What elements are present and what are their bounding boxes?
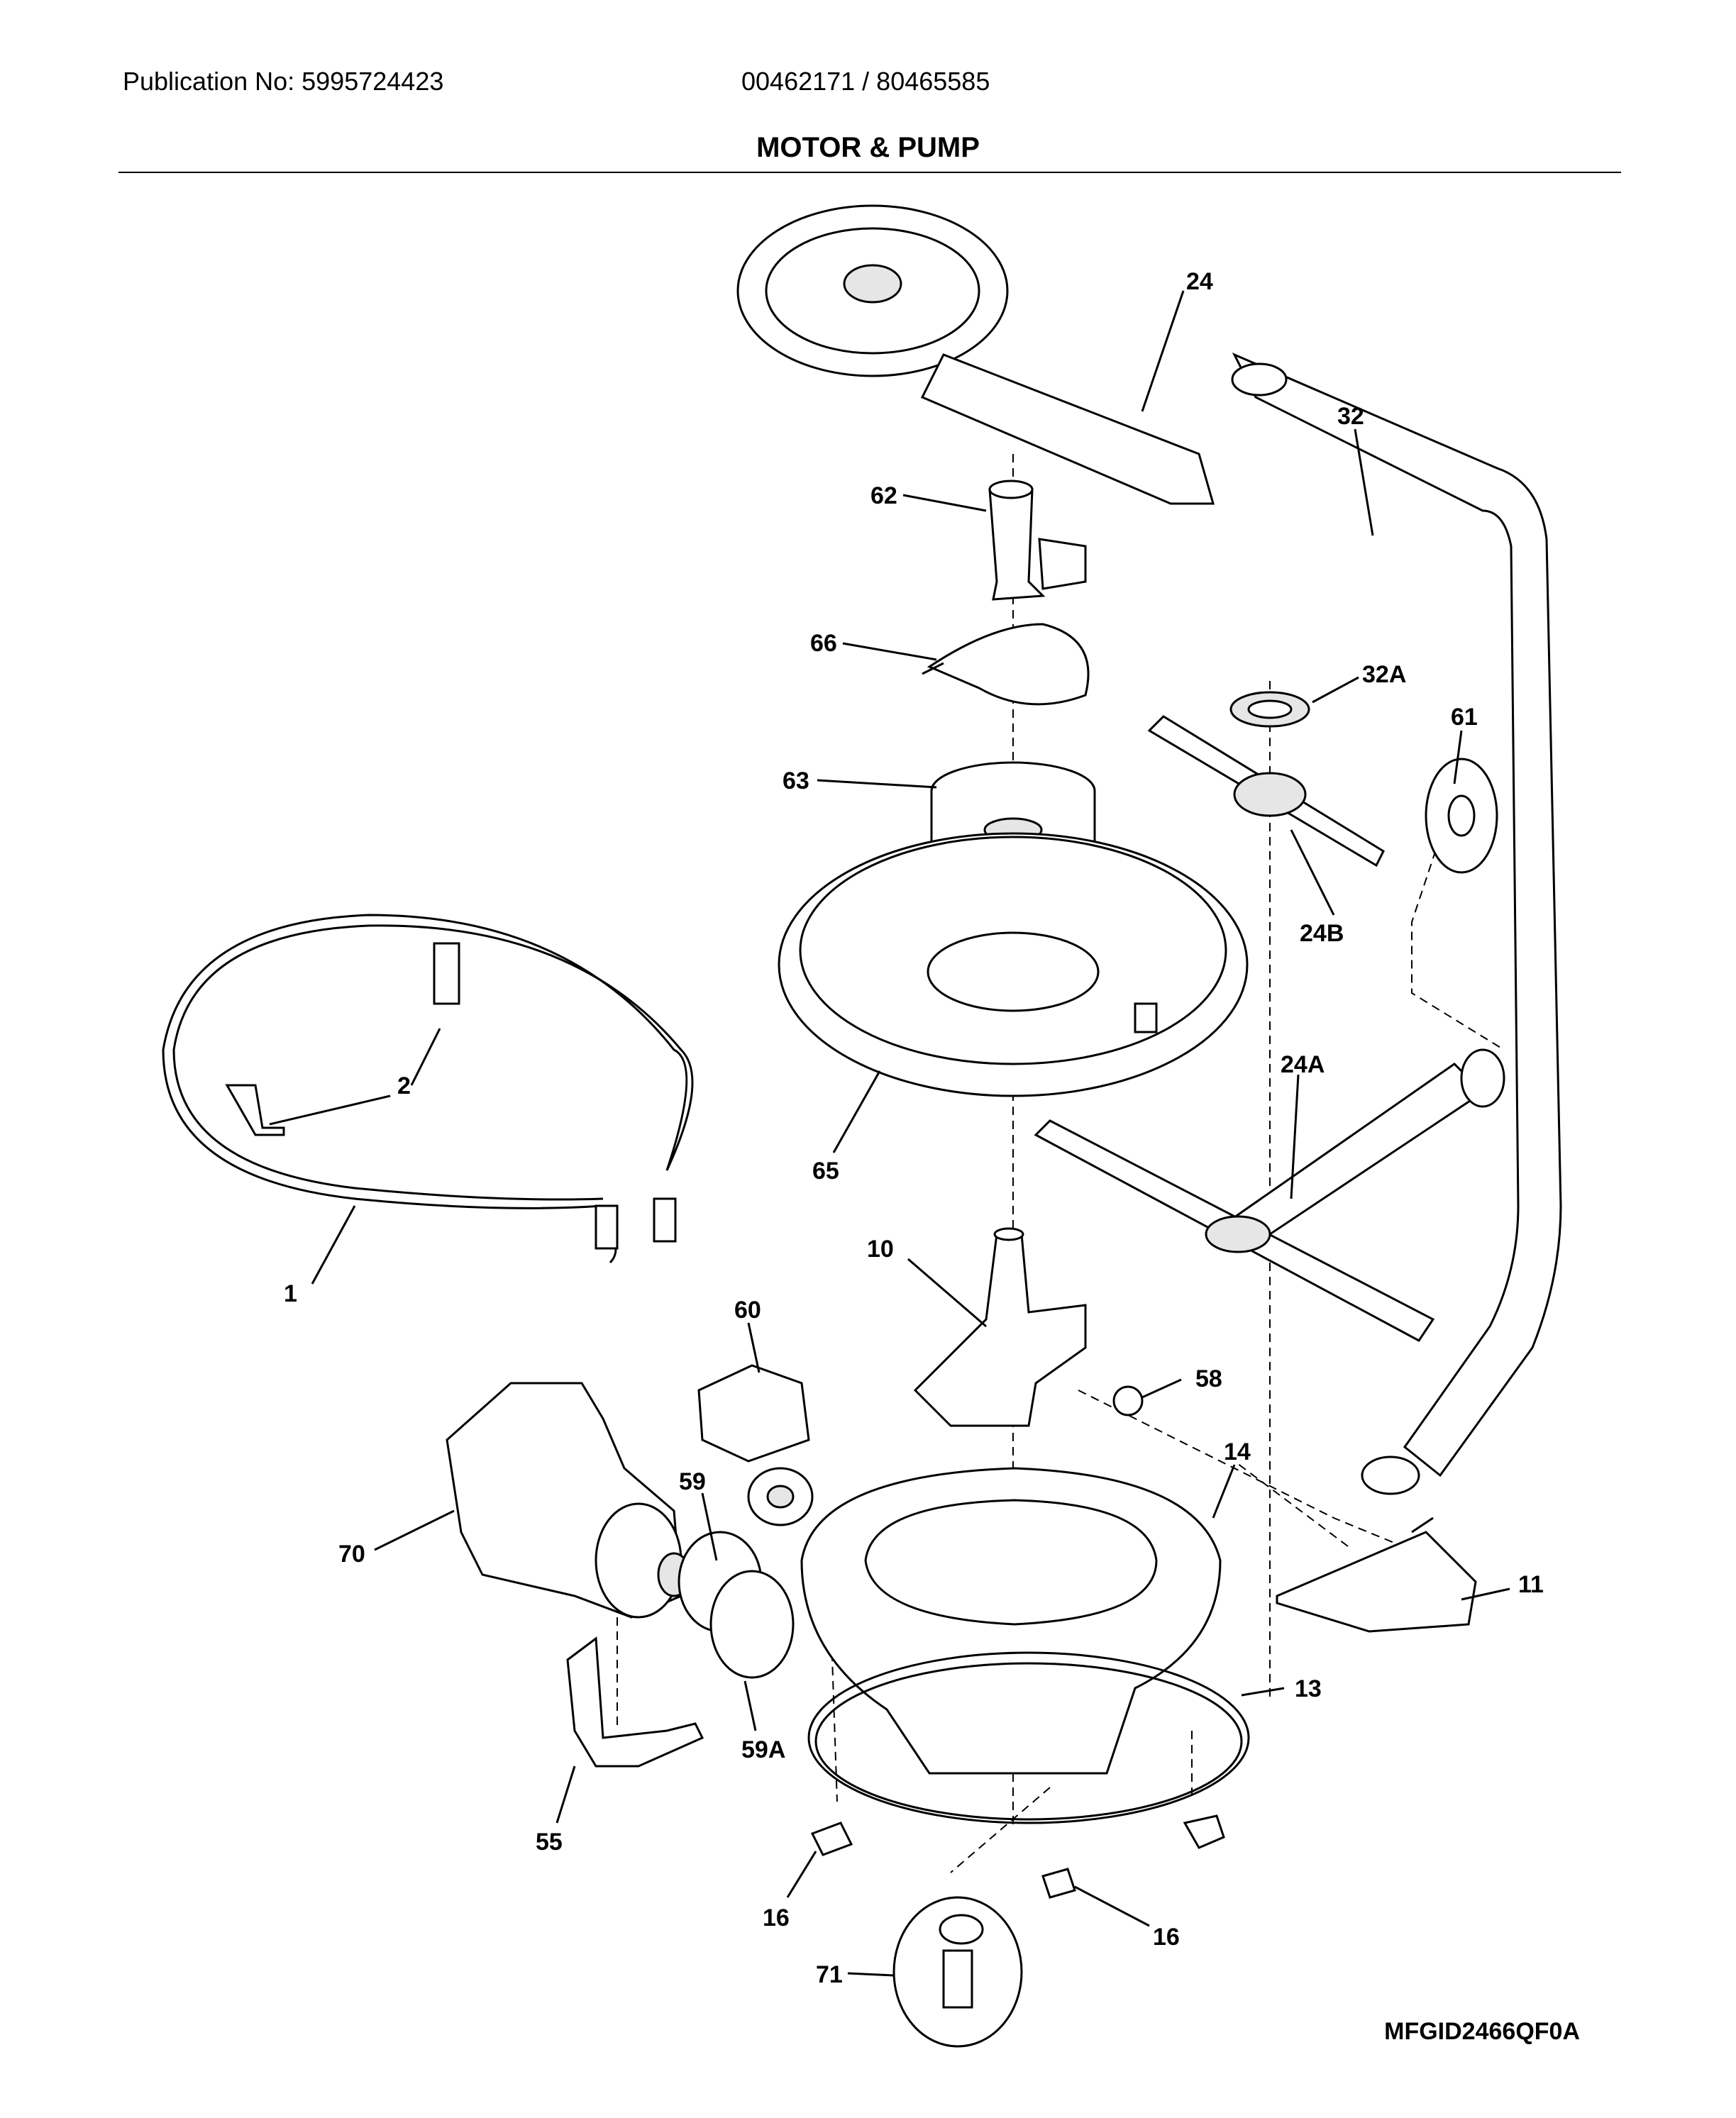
diagram-code: MFGID2466QF0A [1384, 2018, 1580, 2045]
circulation-motor [446, 1382, 691, 1619]
callout-55: 55 [536, 1829, 563, 1856]
publication-number: Publication No: 5995724423 [123, 67, 444, 96]
supply-pipe [1231, 352, 1562, 1495]
callout-60: 60 [734, 1297, 761, 1324]
mounting-feet [810, 1814, 1225, 1899]
middle-spray-arm [1147, 715, 1385, 867]
pump-housing [913, 1227, 1087, 1427]
callout-24b: 24B [1300, 920, 1344, 947]
lower-spray-arm [1034, 1048, 1505, 1342]
callout-58: 58 [1195, 1365, 1222, 1392]
motor-bracket [566, 1636, 704, 1768]
callout-13: 13 [1295, 1675, 1322, 1702]
callout-59: 59 [679, 1468, 706, 1495]
heating-element [162, 914, 694, 1264]
filter-segment [922, 623, 1090, 706]
drain-pump [697, 1364, 814, 1526]
callout-61: 61 [1451, 704, 1478, 731]
section-title: MOTOR & PUMP [756, 132, 980, 163]
spray-tube [988, 479, 1087, 601]
upper-spray-arm [736, 204, 1215, 505]
callout-71: 71 [816, 1961, 843, 1988]
seal-ring [1229, 691, 1310, 728]
model-numbers: 00462171 / 80465585 [741, 67, 990, 96]
connector-disc [1425, 758, 1498, 874]
sump-assembly [800, 1467, 1222, 1775]
micro-filter-screen [1276, 1517, 1477, 1633]
filter-plate [778, 832, 1249, 1097]
callout-65: 65 [812, 1158, 839, 1185]
callout-70: 70 [338, 1541, 365, 1568]
turbidity-sensor [892, 1896, 1023, 2048]
callout-11: 11 [1518, 1571, 1544, 1598]
callout-24: 24 [1186, 268, 1213, 295]
callout-leaders [269, 290, 1510, 1977]
callout-1: 1 [284, 1280, 297, 1307]
callout-32a: 32A [1362, 661, 1406, 688]
callout-16-left: 16 [763, 1904, 790, 1931]
callout-62: 62 [870, 482, 897, 509]
element-clips [225, 942, 460, 1136]
check-ball [1112, 1385, 1144, 1416]
sump-gasket [807, 1651, 1250, 1824]
callout-59a: 59A [741, 1736, 785, 1763]
callout-24a: 24A [1281, 1051, 1325, 1078]
callout-63: 63 [783, 767, 809, 794]
callout-16-right: 16 [1153, 1924, 1180, 1951]
callout-32: 32 [1337, 403, 1364, 430]
pump-seals [678, 1531, 795, 1679]
callout-66: 66 [810, 630, 837, 657]
callout-10: 10 [867, 1236, 894, 1263]
header-rule [118, 172, 1621, 173]
callout-14: 14 [1224, 1438, 1251, 1465]
callout-2: 2 [397, 1072, 411, 1099]
